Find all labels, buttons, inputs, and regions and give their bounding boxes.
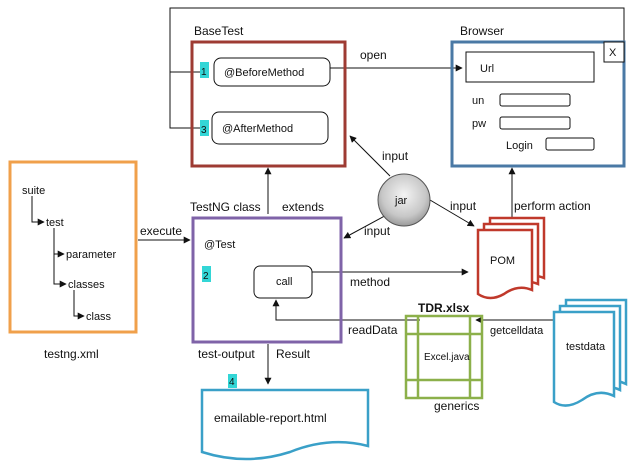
edge-labels: open input input input perform action ex… (140, 48, 591, 361)
badge-2 (202, 266, 211, 282)
xml-tree-lines (31, 196, 85, 320)
jar-to-basetest-connector (349, 135, 391, 177)
jar-node (377, 173, 431, 227)
result-label: Result (276, 347, 311, 361)
open-label: open (360, 48, 387, 62)
report-label: emailable-report.html (214, 411, 327, 425)
browser-group: Browser X Url un pw Login (450, 24, 626, 168)
un-field (499, 93, 571, 107)
url-field (465, 51, 595, 83)
testng-class-caption: TestNG class (190, 200, 261, 214)
before-method-node (213, 57, 331, 87)
testng-xml-group: suite test parameter classes class testn… (8, 160, 138, 361)
badge-1 (200, 62, 209, 78)
getcelldata-label: getcelldata (490, 325, 544, 337)
method-label: method (350, 275, 390, 289)
testng-class-group: TestNG class @Test 2 call (190, 200, 343, 344)
report-document (200, 388, 370, 461)
browser-title: Browser (460, 24, 504, 38)
execute-label: execute (140, 224, 182, 238)
testdata-page-front (552, 310, 616, 407)
xml-class: class (86, 311, 112, 323)
jar-group: jar (377, 173, 431, 227)
pom-label: POM (490, 255, 515, 267)
browser-close-label: X (609, 47, 617, 59)
before-method-label: @BeforeMethod (224, 67, 304, 79)
badge-3 (200, 120, 209, 136)
tdr-box (404, 314, 484, 400)
base-test-title: BaseTest (194, 24, 244, 38)
login-label: Login (506, 140, 533, 152)
call-label: call (276, 276, 293, 288)
xml-test: test (46, 217, 64, 229)
badge-4-label: 4 (229, 377, 235, 388)
browser-close-box (603, 41, 625, 63)
un-label: un (472, 95, 484, 107)
test-annotation: @Test (204, 239, 235, 251)
jar-to-pom-connector (429, 199, 475, 227)
after-method-node (211, 111, 329, 145)
tdr-title: TDR.xlsx (418, 301, 470, 315)
badge-3-label: 3 (201, 125, 207, 136)
xml-parameter: parameter (66, 249, 116, 261)
testdata-label: testdata (566, 341, 606, 353)
perform-action-label: perform action (514, 199, 591, 213)
test-output-label: test-output (198, 347, 255, 361)
base-test-group: BaseTest 1 @BeforeMethod 3 @AfterMethod (190, 24, 347, 168)
pw-field (499, 116, 571, 130)
generics-label: generics (434, 399, 479, 413)
input-left-label: input (364, 224, 391, 238)
input-right-label: input (450, 199, 477, 213)
badge-2-label: 2 (203, 271, 209, 282)
base-test-box (190, 40, 347, 168)
testng-class-box (191, 216, 343, 344)
jar-label: jar (394, 195, 408, 207)
pom-group: POM (476, 216, 546, 300)
report-group: 4 emailable-report.html (200, 374, 370, 461)
xml-classes: classes (68, 279, 105, 291)
url-label: Url (480, 63, 494, 75)
input-top-label: input (382, 149, 409, 163)
call-node (253, 265, 313, 299)
pw-label: pw (472, 118, 486, 130)
browser-box (450, 40, 626, 168)
badge-1-label: 1 (201, 67, 207, 78)
excel-label: Excel.java (424, 352, 470, 363)
close-loop-connector (169, 7, 625, 132)
testdata-group: testdata (552, 298, 628, 407)
testng-xml-box (8, 160, 138, 334)
tdr-group: TDR.xlsx Excel.java generics (404, 301, 484, 413)
login-button-box (545, 137, 595, 151)
xml-suite: suite (22, 185, 45, 197)
after-method-label: @AfterMethod (222, 123, 293, 135)
testng-xml-caption: testng.xml (44, 347, 99, 361)
extends-label: extends (282, 200, 324, 214)
badge-4 (228, 374, 237, 388)
read-data-connector (272, 299, 420, 321)
read-data-label: readData (348, 323, 398, 337)
pom-page-front (476, 228, 534, 300)
